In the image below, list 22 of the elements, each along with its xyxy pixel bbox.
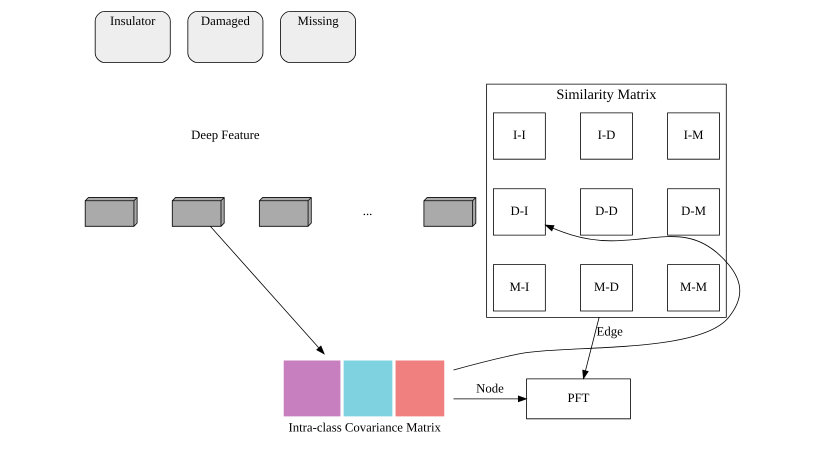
- node-box: Missing: [280, 11, 356, 63]
- node-box: M-I: [493, 264, 546, 312]
- node-box: I-D: [580, 112, 633, 160]
- edge-label: Edge: [596, 324, 623, 339]
- label: ...: [362, 204, 372, 218]
- node-box: I-I: [493, 112, 546, 160]
- arrow: [453, 224, 740, 370]
- node-box: I-M: [667, 112, 720, 160]
- node-box: M-D: [580, 264, 633, 312]
- node-label: Intra-class Covariance Matrix: [288, 420, 441, 434]
- node-box: M-M: [667, 264, 720, 312]
- edge-label: Node: [476, 381, 504, 396]
- node-box: D-I: [493, 188, 546, 236]
- node-box: Damaged: [187, 11, 264, 63]
- arrow: [453, 396, 528, 402]
- node-box: D-D: [580, 188, 633, 236]
- node-box: D-M: [667, 188, 720, 236]
- arrow: [210, 226, 325, 355]
- node-box: PFT: [526, 378, 631, 420]
- node-box: Insulator: [94, 11, 171, 63]
- arrow: [582, 316, 600, 380]
- label: Deep Feature: [191, 128, 260, 142]
